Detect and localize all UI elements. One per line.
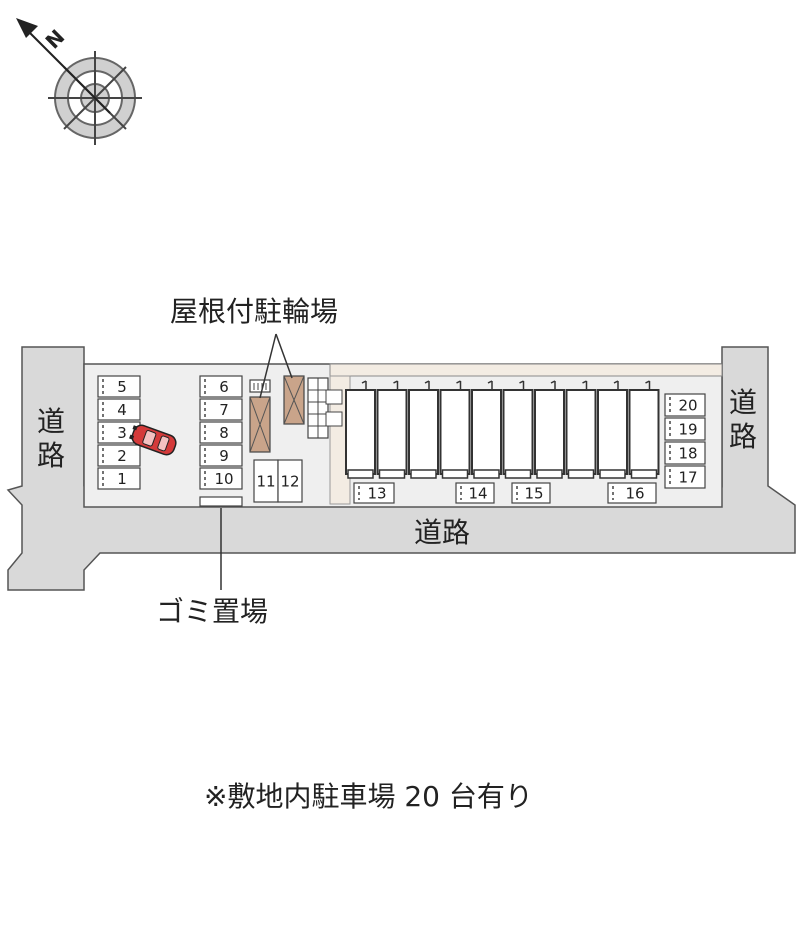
parking-space: 1 (97, 467, 141, 490)
parking-space: 2 (97, 444, 141, 467)
road-label-bottom: 道路 (414, 516, 471, 549)
parking-space: 15 (511, 482, 551, 504)
parking-space-number: 7 (219, 401, 229, 419)
parking-space: 18 (664, 441, 706, 465)
parking-space: 16 (607, 482, 657, 504)
parking-space-number: 12 (280, 472, 299, 490)
building-unit (597, 380, 628, 479)
building-unit (439, 380, 471, 479)
building-unit (376, 380, 408, 479)
compass-icon (16, 18, 142, 145)
parking-space: 19 (664, 417, 706, 441)
callout-lines (220, 333, 293, 590)
building-unit (408, 380, 439, 479)
building-unit (534, 380, 565, 479)
parking-space: 17 (664, 465, 706, 489)
parking-space-number: 3 (117, 424, 127, 442)
parking-space-number: 17 (678, 468, 697, 486)
parking-space: 13 (353, 482, 395, 504)
car-icon (129, 424, 177, 456)
parking-space: 6 (199, 375, 243, 398)
parking-space: 5 (97, 375, 141, 398)
apartment-building (345, 380, 660, 479)
garbage-box (199, 496, 243, 507)
parking-space: 20 (664, 393, 706, 417)
building-unit (502, 380, 534, 479)
parking-space-number: 11 (256, 472, 275, 490)
parking-space-number: 15 (524, 484, 543, 502)
road-label-left: 道路 (36, 405, 65, 472)
building-unit (345, 380, 376, 479)
parking-space: 4 (97, 398, 141, 421)
parking-space: 9 (199, 444, 243, 467)
parking-count-note: ※敷地内駐車場 20 台有り (204, 780, 533, 813)
parking-space-number: 8 (219, 424, 229, 442)
parking-space-number: 19 (678, 420, 697, 438)
parking-space-number: 20 (678, 396, 697, 414)
parking-space-number: 5 (117, 378, 127, 396)
building-unit (628, 380, 660, 479)
parking-space: 14 (455, 482, 495, 504)
parking-space: 8 (199, 421, 243, 444)
parking-space: 7 (199, 398, 243, 421)
parking-space-number: 14 (468, 484, 487, 502)
parking-space: 12 (277, 459, 303, 503)
parking-space-number: 13 (367, 484, 386, 502)
parking-space-number: 16 (625, 484, 644, 502)
parking-space-number: 1 (117, 470, 127, 488)
parking-space-number: 6 (219, 378, 229, 396)
parking-space-number: 9 (219, 447, 229, 465)
garbage-area-label: ゴミ置場 (156, 595, 269, 628)
parking-space-number: 2 (117, 447, 127, 465)
building-unit (565, 380, 597, 479)
parking-space-number: 10 (214, 470, 233, 488)
building-unit (471, 380, 502, 479)
bicycle-parking-label: 屋根付駐輪場 (170, 295, 339, 328)
parking-space-number: 4 (117, 401, 127, 419)
parking-space: 10 (199, 467, 243, 490)
parking-space: 11 (253, 459, 279, 503)
parking-space-number: 18 (678, 444, 697, 462)
road-label-right: 道路 (728, 386, 757, 453)
